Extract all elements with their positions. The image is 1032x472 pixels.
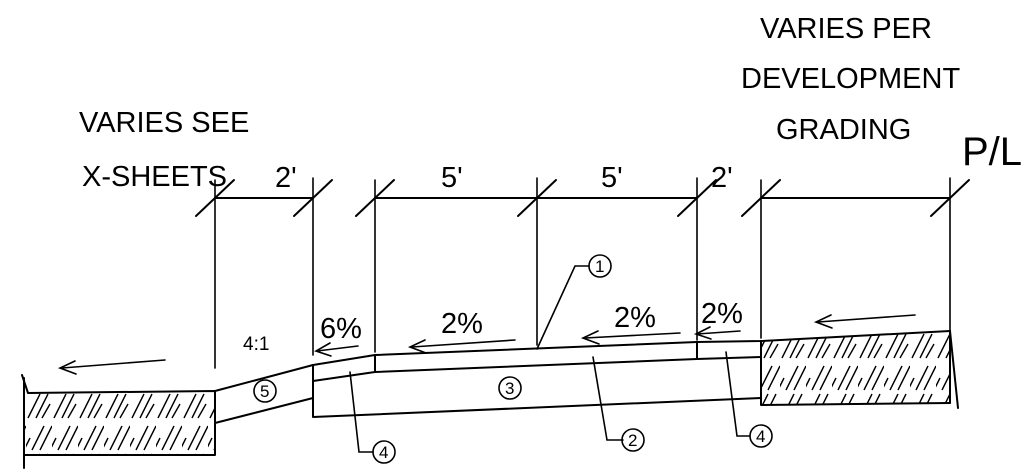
label-varies-see: VARIES SEE [79, 107, 249, 139]
slope-layer-bottom [214, 397, 314, 424]
dimension-label-5ft-left: 5' [441, 162, 463, 194]
slope-label-2pct-right: 2% [614, 302, 656, 334]
sidewalk-bottom-line [312, 356, 762, 382]
slope-label-ratio: 4:1 [243, 334, 269, 355]
dimension-ticks [195, 179, 970, 217]
finish-grade-line [214, 330, 951, 392]
label-grading: GRADING [776, 114, 911, 146]
callout-4-right: 4 [725, 351, 773, 448]
right-ground-hatch [760, 330, 951, 406]
slope-label-2pct-left: 2% [441, 308, 483, 340]
svg-text:2: 2 [628, 431, 637, 450]
dimension-label-2ft-right: 2' [711, 162, 733, 194]
svg-text:4: 4 [379, 443, 388, 462]
label-varies-per: VARIES PER [760, 13, 932, 45]
callout-2: 2 [592, 356, 645, 452]
left-ground-hatch [21, 374, 216, 469]
svg-text:1: 1 [595, 257, 604, 276]
slope-label-6pct: 6% [320, 313, 362, 345]
dimension-label-2ft-left: 2' [275, 162, 297, 194]
callout-3: 3 [498, 376, 522, 400]
base-bottom-line [312, 364, 762, 418]
flow-arrows [57, 314, 916, 375]
dimension-label-5ft-right: 5' [601, 162, 623, 194]
label-property-line: P/L [962, 130, 1022, 174]
callout-1: 1 [536, 254, 612, 350]
svg-text:5: 5 [260, 382, 269, 401]
callout-4-left: 4 [349, 371, 396, 464]
svg-text:4: 4 [756, 427, 765, 446]
svg-text:3: 3 [505, 379, 514, 398]
label-development: DEVELOPMENT [741, 63, 960, 95]
slope-label-2pct-curb: 2% [701, 298, 743, 330]
callout-5: 5 [253, 379, 277, 403]
label-x-sheets: X-SHEETS [82, 161, 227, 193]
property-line-edge [949, 330, 959, 409]
